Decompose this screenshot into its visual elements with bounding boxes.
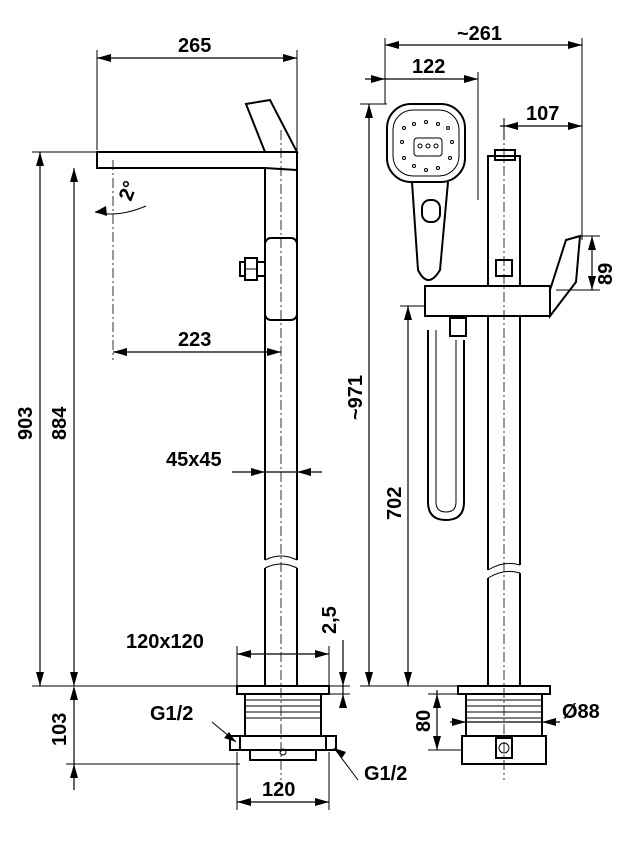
dim-265: 265 — [178, 35, 211, 57]
dim-122: 122 — [412, 56, 445, 78]
dimension-labels: 265 ~261 122 107 89 2° 223 ~971 903 884 … — [15, 23, 617, 801]
dim-223: 223 — [178, 329, 211, 351]
dim-angle-2: 2° — [115, 178, 142, 203]
column-lower-front — [487, 573, 521, 686]
installation-box-side — [229, 693, 337, 761]
column-upper-front — [487, 316, 521, 570]
front-view — [386, 103, 582, 780]
column-upper-side — [264, 152, 298, 560]
thread-g12-right: G1/2 — [364, 763, 407, 785]
side-view — [96, 98, 337, 780]
floor-plate-side — [236, 685, 330, 695]
dim-903: 903 — [15, 407, 37, 440]
dim-diameter-88: Ø88 — [562, 701, 600, 723]
crossbar-front — [424, 285, 551, 317]
hand-shower-handle — [411, 181, 449, 281]
hose-connector-side — [239, 257, 266, 281]
dim-45x45: 45x45 — [166, 449, 222, 471]
dim-2-5: 2,5 — [319, 606, 341, 634]
dim-120: 120 — [262, 779, 295, 801]
spout-side — [96, 151, 298, 172]
dim-261: ~261 — [457, 23, 502, 45]
hose-loop — [427, 330, 465, 522]
lever-side — [244, 98, 299, 153]
dim-971: ~971 — [345, 375, 367, 420]
dim-120x120: 120x120 — [126, 631, 204, 653]
dim-103: 103 — [49, 713, 71, 746]
shower-nozzles — [400, 120, 454, 172]
column-lower-side — [264, 568, 298, 686]
dim-702: 702 — [384, 487, 406, 520]
dim-89: 89 — [595, 263, 617, 285]
dim-884: 884 — [49, 406, 71, 440]
thread-g12-left: G1/2 — [150, 703, 193, 725]
dim-107: 107 — [526, 103, 559, 125]
hand-shower-head — [386, 103, 466, 183]
lever-front — [549, 234, 582, 319]
dimension-lines — [32, 38, 600, 810]
dim-80: 80 — [413, 710, 435, 732]
